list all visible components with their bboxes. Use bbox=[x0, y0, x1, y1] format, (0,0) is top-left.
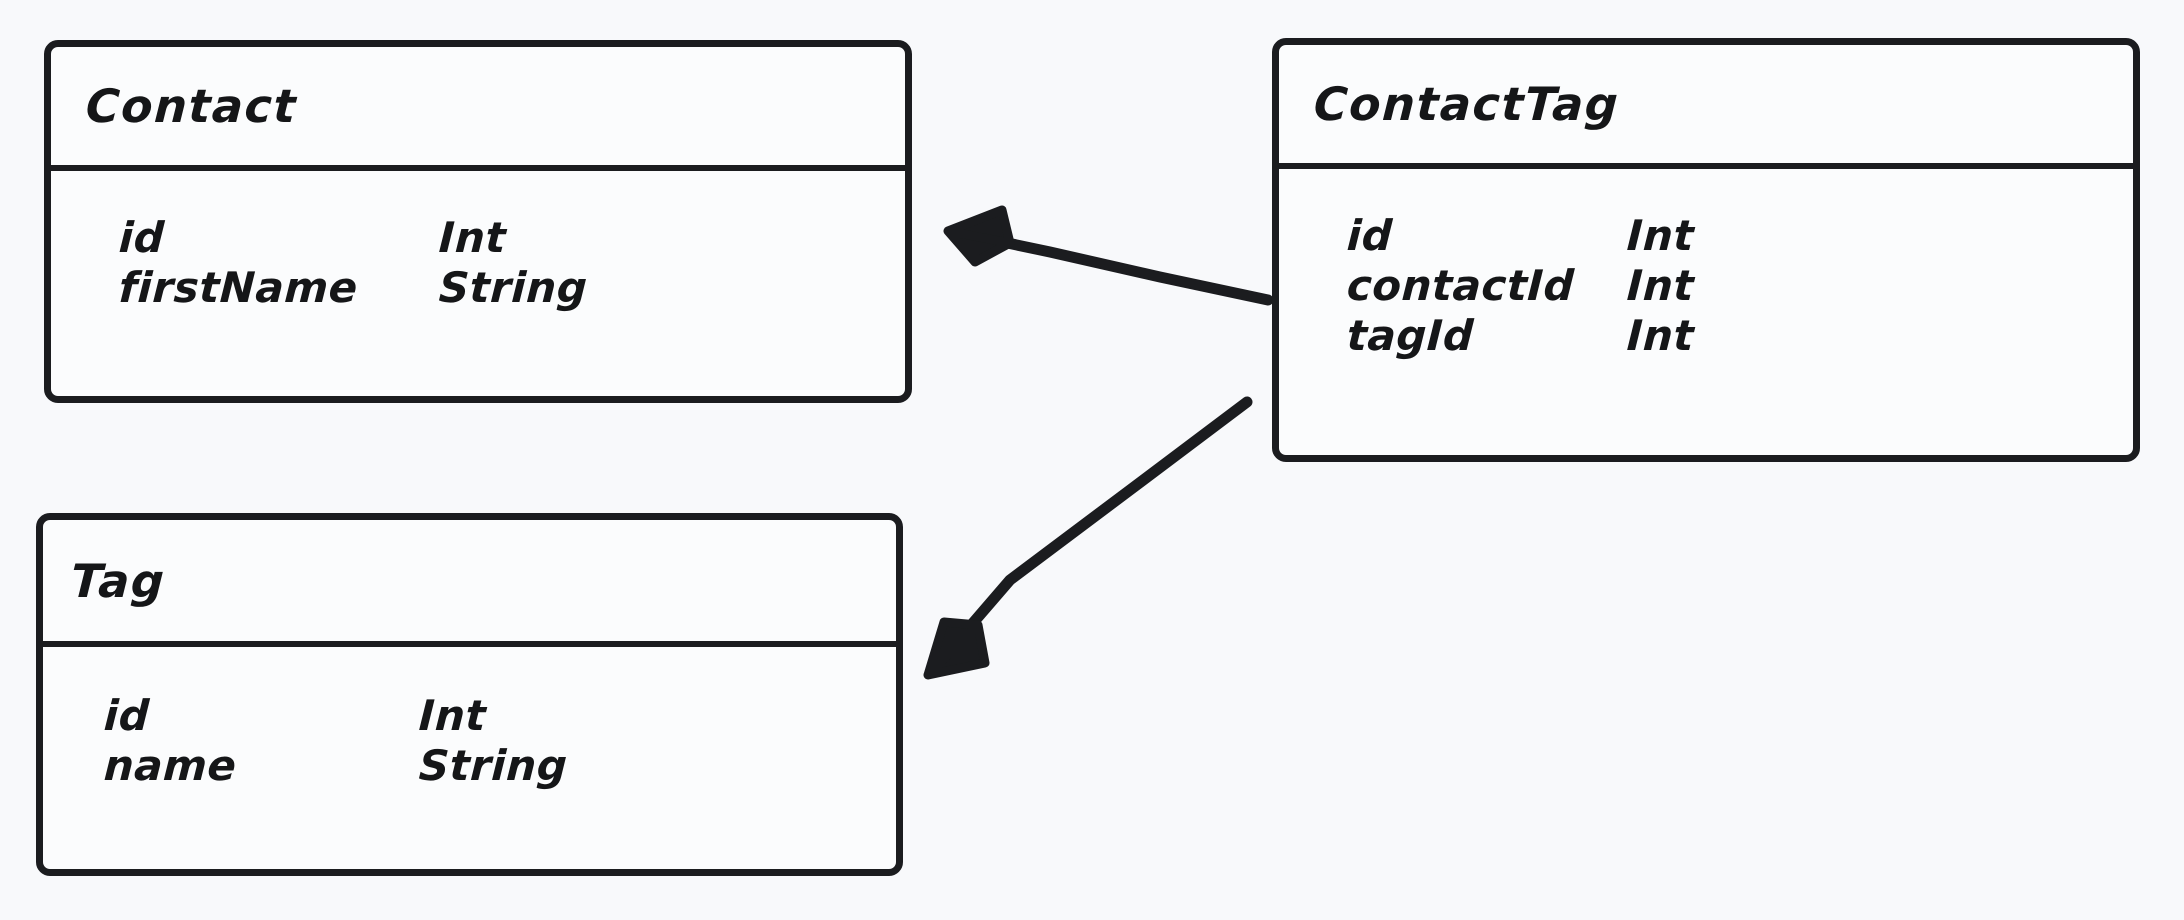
entity-contacttag[interactable]: ContactTag id Int contactId Int tagId In… bbox=[1272, 38, 2140, 462]
entity-contact[interactable]: Contact id Int firstName String bbox=[44, 40, 912, 403]
relationship-contacttag-to-contact bbox=[943, 205, 1274, 306]
entity-contact-title: Contact bbox=[84, 79, 299, 133]
attribute-name: id bbox=[1345, 211, 1394, 260]
attribute-name: contactId bbox=[1345, 261, 1576, 310]
attribute-name: id bbox=[102, 691, 151, 740]
attribute-row: id Int bbox=[69, 691, 896, 741]
entity-contact-attributes: id Int firstName String bbox=[51, 171, 905, 396]
entity-contacttag-title: ContactTag bbox=[1312, 77, 1621, 131]
attribute-type: String bbox=[417, 741, 569, 790]
entity-contact-header: Contact bbox=[51, 47, 905, 171]
attribute-type: Int bbox=[1625, 311, 1696, 360]
attribute-name: tagId bbox=[1345, 311, 1475, 360]
attribute-type: Int bbox=[437, 213, 508, 262]
relationship-contacttag-to-tag bbox=[923, 396, 1253, 680]
attribute-row: id Int bbox=[1307, 211, 2133, 261]
attribute-name: name bbox=[102, 741, 238, 790]
entity-contacttag-header: ContactTag bbox=[1279, 45, 2133, 169]
attribute-type: String bbox=[437, 263, 589, 312]
attribute-row: contactId Int bbox=[1307, 261, 2133, 311]
attribute-type: Int bbox=[417, 691, 488, 740]
attribute-row: tagId Int bbox=[1307, 311, 2133, 361]
attribute-name: id bbox=[117, 213, 166, 262]
entity-tag-attributes: id Int name String bbox=[43, 647, 896, 869]
entity-contacttag-attributes: id Int contactId Int tagId Int bbox=[1279, 169, 2133, 455]
attribute-row: id Int bbox=[79, 213, 905, 263]
attribute-row: firstName String bbox=[79, 263, 905, 313]
entity-tag-header: Tag bbox=[43, 520, 896, 647]
entity-tag[interactable]: Tag id Int name String bbox=[36, 513, 903, 876]
attribute-type: Int bbox=[1625, 211, 1696, 260]
attribute-name: firstName bbox=[117, 263, 359, 312]
entity-tag-title: Tag bbox=[69, 553, 167, 608]
attribute-type: Int bbox=[1625, 261, 1696, 310]
attribute-row: name String bbox=[69, 741, 896, 791]
